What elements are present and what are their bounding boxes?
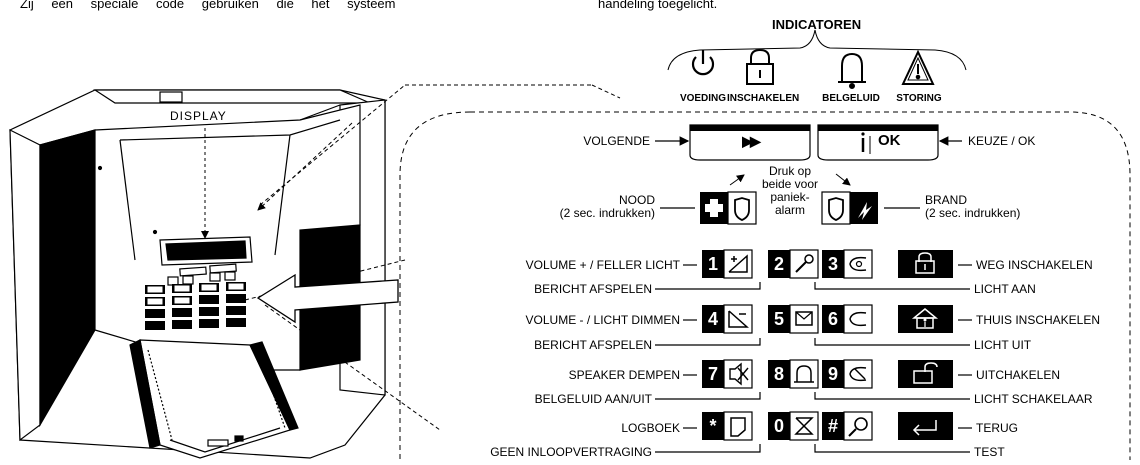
emergency-label: NOOD	[619, 193, 655, 207]
key-back-graphic	[898, 412, 953, 440]
key-1-graphic	[702, 249, 753, 279]
label-message-play-2: BERICHT AFSPELEN	[534, 338, 652, 352]
key-arm-home-graphic	[898, 305, 953, 333]
label-arm-away: WEG INSCHAKELEN	[976, 258, 1093, 272]
key-6[interactable]: 6	[827, 309, 838, 329]
key-8-graphic	[768, 359, 819, 389]
zoom-arrow	[256, 273, 399, 324]
label-chime: BELGELUID AAN/UIT	[534, 392, 652, 406]
key-2-graphic	[768, 249, 819, 279]
key-star[interactable]: *	[709, 416, 717, 436]
key-4-graphic	[702, 304, 753, 334]
key-3-graphic	[822, 249, 873, 279]
key-0-graphic	[768, 411, 819, 441]
label-arm-home: THUIS INSCHAKELEN	[976, 313, 1101, 327]
label-log: LOGBOEK	[621, 421, 680, 435]
label-back: TERUG	[976, 421, 1018, 435]
key-hash-graphic	[822, 411, 873, 441]
key-1[interactable]: 1	[707, 254, 718, 274]
key-8[interactable]: 8	[773, 364, 784, 384]
next-label: VOLGENDE	[583, 134, 650, 148]
display-label: DISPLAY	[170, 109, 227, 123]
keypad-panel-outline	[399, 111, 1131, 460]
key-2[interactable]: 2	[773, 254, 784, 274]
key-0[interactable]: 0	[773, 416, 784, 436]
bell-icon	[838, 52, 866, 89]
intro-text-left: Zij een speciale code gebruiken die het …	[20, 0, 396, 11]
label-message-play-1: BERICHT AFSPELEN	[534, 282, 652, 296]
key-7[interactable]: 7	[707, 364, 718, 384]
emergency-button-graphic	[700, 191, 757, 225]
ok-button[interactable]: OK	[878, 132, 901, 149]
key-disarm-graphic	[898, 360, 953, 388]
emergency-sub: (2 sec. indrukken)	[559, 206, 655, 220]
fire-button-graphic	[821, 191, 878, 225]
next-button[interactable]: ▶▶	[742, 133, 761, 149]
key-3[interactable]: 3	[827, 254, 838, 274]
fire-label: BRAND	[925, 193, 968, 207]
key-9-graphic	[822, 359, 873, 389]
indicators-title: INDICATOREN	[772, 17, 862, 32]
key-hash[interactable]: #	[827, 416, 838, 436]
label-light-switch: LICHT SCHAKELAAR	[974, 392, 1093, 406]
label-test: TEST	[974, 445, 1005, 459]
key-arm-away-graphic	[898, 250, 953, 278]
key-4[interactable]: 4	[707, 309, 718, 329]
next-button-graphic	[689, 124, 811, 161]
indicator-label-power: VOEDING	[679, 93, 727, 104]
ok-label: KEUZE / OK	[968, 134, 1036, 148]
indicator-label-fault: STORING	[896, 93, 942, 104]
leader-lines-left	[655, 264, 761, 453]
key-6-graphic	[822, 304, 873, 334]
leader-lines-right	[814, 264, 972, 453]
label-light-on: LICHT AAN	[974, 282, 1036, 296]
power-icon	[691, 50, 715, 76]
label-no-entry-delay: GEEN INLOOPVERTRAGING	[490, 445, 652, 459]
key-5[interactable]: 5	[773, 309, 784, 329]
lock-icon	[746, 48, 774, 85]
key-star-graphic	[702, 411, 753, 441]
key-9[interactable]: 9	[827, 364, 838, 384]
label-speaker-mute: SPEAKER DEMPEN	[568, 368, 680, 382]
label-light-off: LICHT UIT	[974, 338, 1032, 352]
fire-sub: (2 sec. indrukken)	[925, 206, 1021, 220]
key-5-graphic	[768, 304, 819, 334]
indicator-label-chime: BELGELUID	[822, 93, 880, 104]
warning-icon	[901, 49, 935, 85]
panic-hint-line-3: paniek-	[770, 190, 810, 204]
label-disarm: UITCHAKELEN	[976, 368, 1061, 382]
device-illustration	[9, 89, 386, 459]
label-volume-down: VOLUME - / LICHT DIMMEN	[525, 313, 680, 327]
key-7-graphic	[702, 359, 753, 389]
panic-hint-line-2: beide voor	[761, 177, 819, 191]
panic-hint-line-1: Druk op	[768, 164, 812, 178]
indicator-label-arm: INSCHAKELEN	[727, 93, 800, 104]
label-volume-up: VOLUME + / FELLER LICHT	[525, 258, 680, 272]
intro-text-right: handeling toegelicht.	[598, 0, 718, 11]
panic-hint-line-4: alarm	[774, 203, 805, 217]
ok-button-graphic	[817, 124, 939, 161]
